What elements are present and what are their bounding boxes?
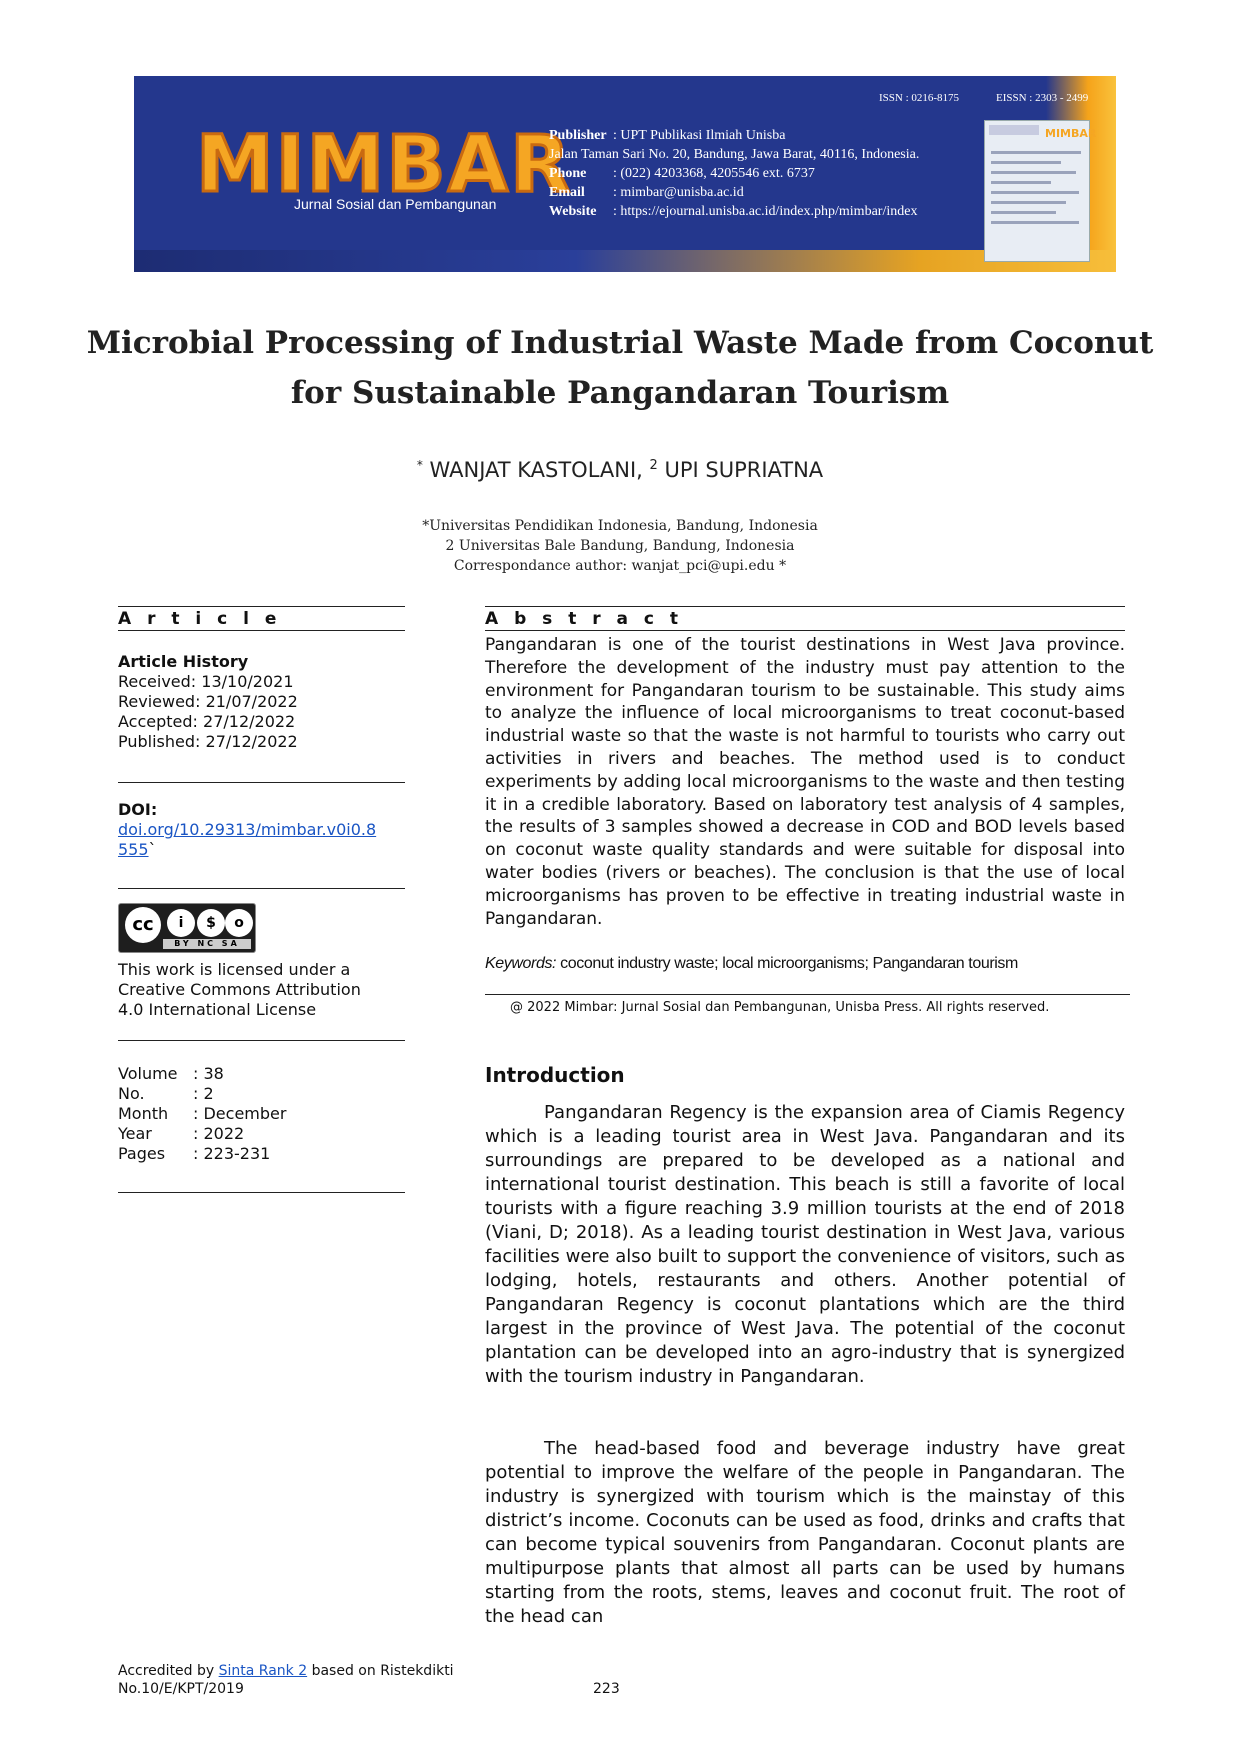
decree-number: No.10/E/KPT/2019 bbox=[118, 1681, 244, 1697]
page-number: 223 bbox=[593, 1681, 620, 1697]
doi-label: DOI: bbox=[118, 800, 158, 819]
issn: ISSN : 0216-8175 bbox=[879, 92, 960, 104]
authors: * WANJAT KASTOLANI, 2 UPI SUPRIATNA bbox=[416, 458, 824, 482]
abstract-text: Pangandaran is one of the tourist destin… bbox=[485, 635, 1125, 929]
abstract-top-rule bbox=[485, 606, 1125, 607]
paper-title-line-2: for Sustainable Pangandaran Tourism bbox=[290, 375, 950, 411]
doi-link[interactable]: doi.org/10.29313/mimbar.v0i0.8 bbox=[118, 820, 377, 839]
license-line-1: This work is licensed under a bbox=[118, 960, 351, 979]
correspondence: Correspondance author: wanjat_pci@upi.ed… bbox=[453, 558, 787, 574]
introduction-heading: Introduction bbox=[485, 1063, 625, 1087]
affiliation-1: *Universitas Pendidikan Indonesia, Bandu… bbox=[422, 518, 818, 534]
year-label: Year bbox=[118, 1124, 152, 1143]
license-line-2: Creative Commons Attribution bbox=[118, 980, 361, 999]
month-value: : December bbox=[193, 1104, 287, 1123]
email-row: Email: mimbar@unisba.ac.id bbox=[549, 185, 744, 200]
doi-rule bbox=[118, 888, 405, 889]
number-value: : 2 bbox=[193, 1084, 214, 1103]
number-label: No. bbox=[118, 1084, 145, 1103]
attribution-icon: i bbox=[167, 909, 195, 937]
sharealike-icon: o bbox=[225, 909, 253, 937]
copyright-notice: @ 2022 Mimbar: Jurnal Sosial dan Pembang… bbox=[510, 1000, 1050, 1015]
article-heading-rule bbox=[118, 630, 405, 631]
address-row: Jalan Taman Sari No. 20, Bandung, Jawa B… bbox=[549, 147, 920, 162]
article-top-rule bbox=[118, 606, 405, 607]
noncommercial-icon: $ bbox=[197, 909, 225, 937]
license-rule bbox=[118, 1040, 405, 1041]
volume-label: Volume bbox=[118, 1064, 178, 1083]
accepted-date: Accepted: 27/12/2022 bbox=[118, 712, 296, 731]
abstract-heading-rule bbox=[485, 630, 1125, 631]
journal-cover-thumbnail: MIMBAR bbox=[984, 120, 1096, 262]
doi-link-continued[interactable]: 555` bbox=[118, 840, 157, 859]
month-label: Month bbox=[118, 1104, 169, 1123]
journal-subtitle: Jurnal Sosial dan Pembangunan bbox=[294, 196, 497, 212]
banner-bottom-stripe bbox=[134, 250, 1116, 272]
license-line-3: 4.0 International License bbox=[118, 1000, 317, 1019]
pages-label: Pages bbox=[118, 1144, 166, 1163]
history-rule bbox=[118, 782, 405, 783]
article-history-heading: Article History bbox=[118, 652, 249, 671]
introduction-paragraph-1: Pangandaran Regency is the expansion are… bbox=[485, 1102, 1125, 1387]
website-row: Website: https://ejournal.unisba.ac.id/i… bbox=[549, 204, 918, 219]
creative-commons-badge[interactable]: cc i $ o BY NC SA bbox=[118, 903, 256, 953]
paper-title-line-1: Microbial Processing of Industrial Waste… bbox=[86, 325, 1154, 361]
volume-value: : 38 bbox=[193, 1064, 224, 1083]
introduction-paragraph-2: The head-based food and beverage industr… bbox=[485, 1438, 1125, 1627]
affiliation-2: 2 Universitas Bale Bandung, Bandung, Ind… bbox=[445, 538, 795, 554]
cc-icon: cc bbox=[125, 907, 161, 943]
reviewed-date: Reviewed: 21/07/2022 bbox=[118, 692, 298, 711]
year-value: : 2022 bbox=[193, 1124, 245, 1143]
article-heading: A r t i c l e bbox=[118, 609, 282, 629]
keywords: Keywords: coconut industry waste; local … bbox=[485, 955, 1018, 972]
pages-value: : 223-231 bbox=[193, 1144, 271, 1163]
sinta-rank-link[interactable]: Sinta Rank 2 bbox=[218, 1663, 308, 1679]
copyright-rule bbox=[485, 994, 1130, 995]
accreditation-note: Accredited by Sinta Rank 2 based on Rist… bbox=[118, 1663, 454, 1679]
cc-license-strip: BY NC SA bbox=[163, 939, 251, 949]
published-date: Published: 27/12/2022 bbox=[118, 732, 298, 751]
phone-row: Phone: (022) 4203368, 4205546 ext. 6737 bbox=[549, 166, 815, 181]
eissn: EISSN : 2303 - 2499 bbox=[996, 92, 1089, 104]
journal-banner: MIMBAR Jurnal Sosial dan Pembangunan ISS… bbox=[134, 76, 1116, 272]
meta-rule bbox=[118, 1192, 405, 1193]
journal-logo: MIMBAR bbox=[194, 120, 573, 210]
abstract-heading: A b s t r a c t bbox=[485, 609, 684, 629]
received-date: Received: 13/10/2021 bbox=[118, 672, 294, 691]
publisher-row: Publisher: UPT Publikasi Ilmiah Unisba bbox=[549, 128, 786, 143]
